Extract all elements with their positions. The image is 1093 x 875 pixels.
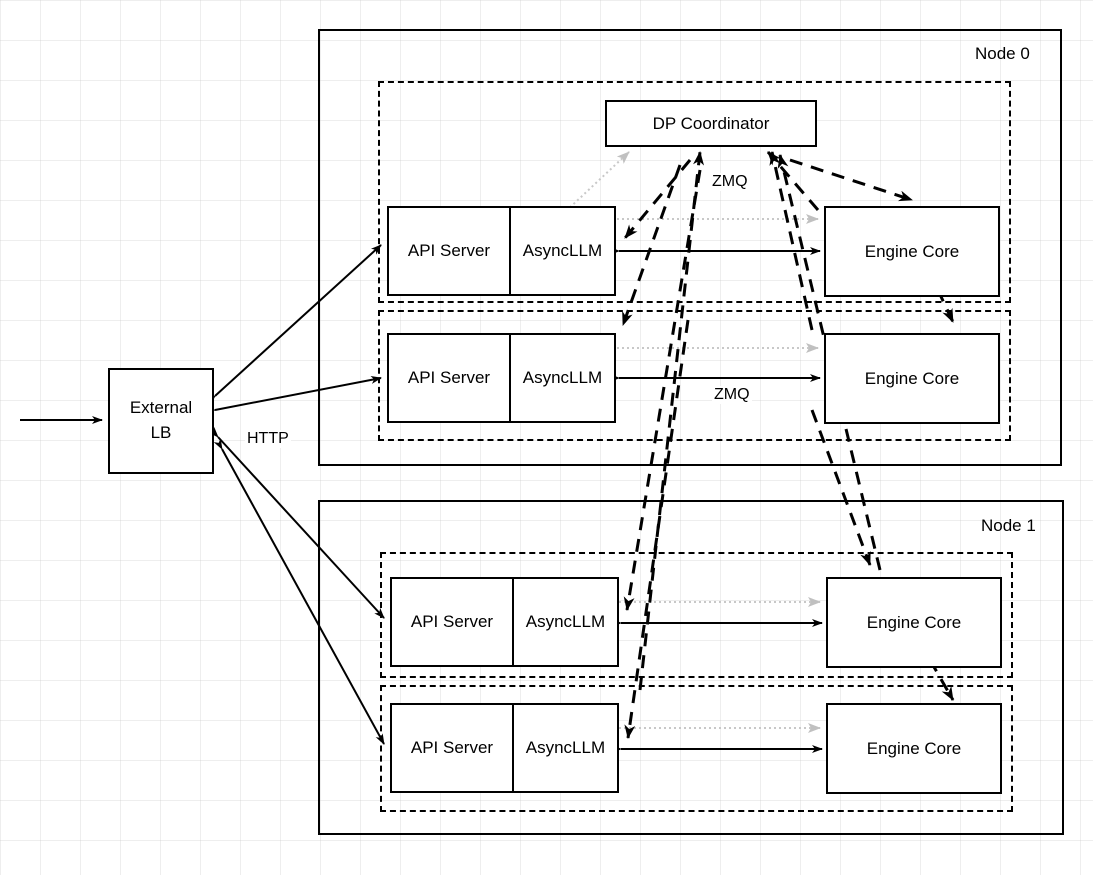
external-lb-box[interactable]: External LB [108,368,214,474]
engine-core-label: Engine Core [866,612,962,632]
node-1-dp-group-0 [380,552,1013,678]
node-0-group-1-server-box[interactable]: API Server AsyncLLM [387,333,616,423]
node-1-group-0-engine-core[interactable]: Engine Core [826,577,1002,668]
node-1-label: Node 1 [981,516,1036,535]
async-llm-label: AsyncLLM [522,241,603,260]
api-server-label: API Server [407,368,491,387]
external-lb-label-line2: LB [150,423,172,442]
node-0-group-1-api-server[interactable]: API Server [389,335,511,421]
node-1-group-1-server-box[interactable]: API Server AsyncLLM [390,703,619,793]
node-0-dp-group-0 [378,81,1011,303]
api-server-label: API Server [410,612,494,631]
async-llm-label: AsyncLLM [522,368,603,387]
node-1-group-1-engine-core[interactable]: Engine Core [826,703,1002,794]
node-0-container [318,29,1062,466]
engine-core-label: Engine Core [864,368,960,388]
node-0-group-1-async-llm[interactable]: AsyncLLM [511,335,614,421]
node-1-dp-group-1 [380,685,1013,812]
node-1-container [318,500,1064,835]
dp-coordinator-label: DP Coordinator [652,113,770,133]
node-0-label: Node 0 [975,44,1030,63]
node-0-dp-group-1 [378,310,1011,441]
zmq-label-mid: ZMQ [712,386,752,404]
dp-coordinator-box[interactable]: DP Coordinator [605,100,817,147]
node-0-group-0-engine-core[interactable]: Engine Core [824,206,1000,297]
node-0-group-1-engine-core[interactable]: Engine Core [824,333,1000,424]
node-1-group-1-api-server[interactable]: API Server [392,705,514,791]
zmq-label-top: ZMQ [710,173,750,191]
node-1-group-0-async-llm[interactable]: AsyncLLM [514,579,617,665]
node-0-group-0-server-box[interactable]: API Server AsyncLLM [387,206,616,296]
engine-core-label: Engine Core [866,738,962,758]
api-server-label: API Server [410,738,494,757]
external-lb-label-line1: External [129,398,193,418]
engine-core-label: Engine Core [864,241,960,261]
node-0-group-0-api-server[interactable]: API Server [389,208,511,294]
api-server-label: API Server [407,241,491,260]
node-1-group-0-server-box[interactable]: API Server AsyncLLM [390,577,619,667]
node-1-group-1-async-llm[interactable]: AsyncLLM [514,705,617,791]
async-llm-label: AsyncLLM [525,738,606,757]
async-llm-label: AsyncLLM [525,612,606,631]
http-edge-label: HTTP [245,430,291,448]
node-0-group-0-async-llm[interactable]: AsyncLLM [511,208,614,294]
node-1-group-0-api-server[interactable]: API Server [392,579,514,665]
